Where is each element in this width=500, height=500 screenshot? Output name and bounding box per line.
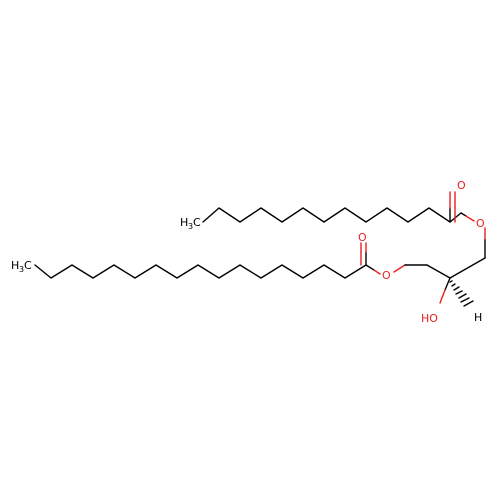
left-ester-bond-c: [365, 264, 375, 271]
backbone-c1-c2: [426, 264, 451, 279]
stereo-hash-wedge: [449, 280, 474, 307]
top-ester-bond-o: [465, 215, 475, 222]
top-chain-bonds: [202, 207, 462, 223]
left-chain-bonds: [34, 264, 367, 279]
ester-o-top-label: O: [476, 217, 485, 230]
methyl-top-label-h: H: [180, 216, 188, 229]
backbone-c2-c3: [449, 257, 486, 279]
top-ester-bond-c: [460, 212, 467, 217]
methyl-top-label-c: C: [193, 216, 201, 229]
glycerol-backbone: [426, 257, 486, 307]
methyl-left-label-h: H: [11, 259, 19, 272]
carbonyl-o-left-label: O: [358, 231, 367, 244]
carbonyl-o-top-label: O: [457, 179, 466, 192]
ester-o-left-label: O: [382, 269, 391, 282]
backbone-c2-oh-o: [439, 289, 446, 304]
methyl-top-label-sub: 3: [188, 222, 193, 231]
left-ester-bond-o: [373, 269, 381, 275]
left-acyl-chain: [34, 242, 428, 279]
backbone-c2-oh-c: [444, 277, 451, 291]
hydroxyl-label: HO: [421, 312, 438, 325]
methyl-left-label-sub: 3: [19, 265, 24, 274]
stereo-h-label: H: [474, 311, 482, 324]
top-acyl-chain: [202, 191, 486, 259]
methyl-left-label-c: C: [24, 259, 32, 272]
left-ester-o-right: [393, 264, 406, 273]
